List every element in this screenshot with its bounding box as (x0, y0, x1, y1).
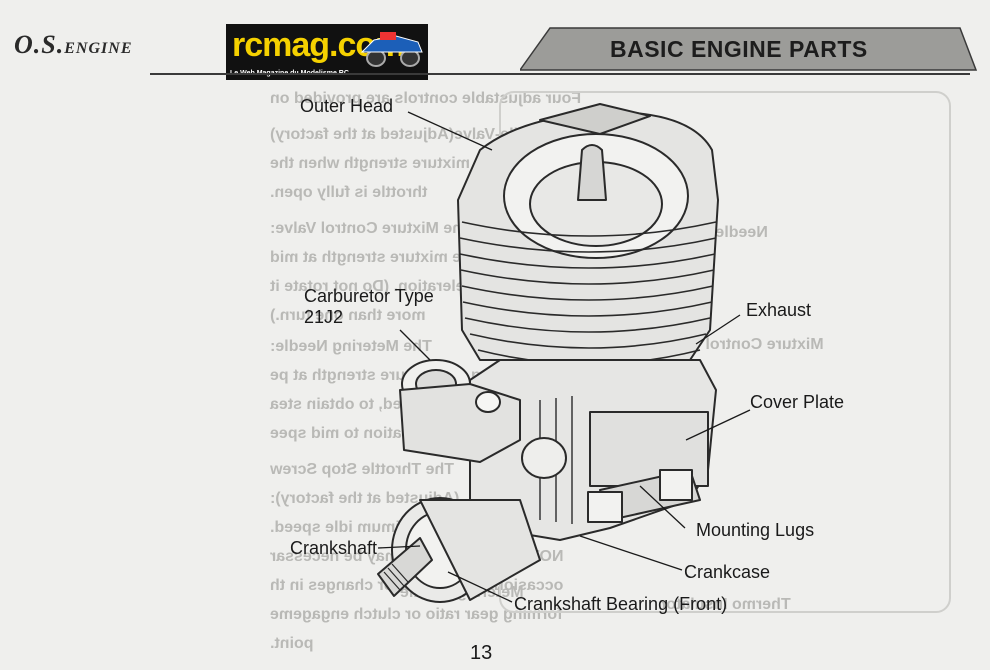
carburetor-part (399, 359, 567, 479)
outer-head-part (457, 103, 719, 361)
page-title: BASIC ENGINE PARTS (610, 36, 868, 62)
crankshaft-part (377, 497, 541, 603)
leader-exhaust (695, 314, 741, 345)
brand-logo: O.S.ENGINE (14, 30, 132, 60)
rc-car-icon (360, 32, 423, 67)
leader-mounting-lugs (639, 485, 686, 529)
callout-outer-head: Outer Head (300, 96, 394, 116)
brand-mark: O.S. (14, 30, 65, 59)
callout-crankshaft-bearing: Crankshaft Bearing (Front) (514, 594, 728, 614)
callout-mounting-lugs: Mounting Lugs (696, 520, 815, 540)
callout-exhaust: Exhaust (746, 300, 812, 320)
callout-crankshaft: Crankshaft (290, 538, 378, 558)
cooling-fins (459, 221, 717, 365)
callout-cover-plate: Cover Plate (750, 392, 845, 412)
leader-carburetor (399, 329, 431, 361)
section-title-tab: BASIC ENGINE PARTS (520, 24, 980, 72)
callout-crankcase: Crankcase (684, 562, 771, 582)
leader-cover-plate (685, 409, 751, 441)
leader-crankshaft (377, 545, 421, 549)
leader-outer-head (407, 111, 493, 151)
callout-carburetor: Carburetor Type 21J2 (304, 286, 434, 327)
page-number: 13 (470, 642, 493, 664)
header-divider (150, 73, 970, 75)
brand-suffix: ENGINE (64, 40, 133, 57)
rcmag-logo[interactable]: rcmag.com Le Web Magazine du Modelisme R… (226, 24, 428, 80)
leader-crankcase (579, 535, 683, 571)
leader-crankshaft-bearing (447, 571, 513, 603)
